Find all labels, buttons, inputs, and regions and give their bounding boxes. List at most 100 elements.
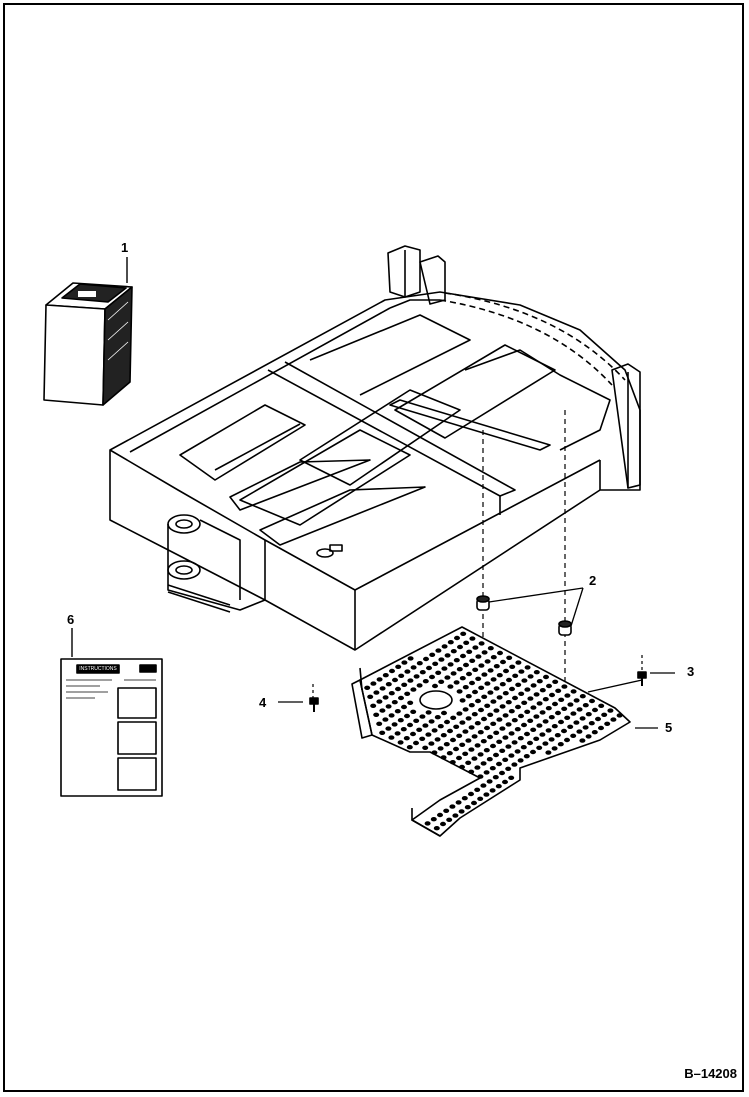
perforation-hole xyxy=(444,653,451,658)
perforation-hole xyxy=(410,709,417,714)
perforation-hole xyxy=(499,770,505,776)
perforation-hole xyxy=(447,684,454,689)
perforation-hole xyxy=(548,737,555,742)
perforation-hole xyxy=(484,681,491,686)
perforation-hole xyxy=(394,709,401,714)
perforation-hole xyxy=(471,756,478,761)
perforation-hole xyxy=(433,826,440,831)
perforation-hole xyxy=(419,736,426,741)
instruction-decal-icon xyxy=(60,658,163,797)
perforation-hole xyxy=(481,672,488,677)
perforation-hole xyxy=(527,740,533,746)
perforation-hole xyxy=(423,656,429,662)
perforation-hole xyxy=(493,686,500,691)
perforation-hole xyxy=(424,821,431,826)
perforation-hole xyxy=(397,718,404,723)
perforation-hole xyxy=(536,723,543,728)
perforation-hole xyxy=(499,748,506,753)
perforation-hole xyxy=(435,670,442,675)
perforation-hole xyxy=(468,703,475,708)
perforation-hole xyxy=(539,688,546,693)
perforation-hole xyxy=(391,700,398,705)
perforation-hole xyxy=(398,673,405,678)
perforation-hole xyxy=(567,724,574,729)
perforation-hole xyxy=(483,770,490,775)
perforation-hole xyxy=(610,717,617,722)
frame-icon xyxy=(109,245,641,651)
perforation-hole xyxy=(518,669,525,674)
perforation-hole xyxy=(500,659,506,665)
perforation-hole xyxy=(616,713,623,718)
perforation-hole xyxy=(490,699,497,704)
perforation-hole xyxy=(490,677,497,682)
perforation-hole xyxy=(422,679,429,684)
perforation-hole xyxy=(530,683,537,688)
perforation-hole xyxy=(514,749,521,754)
perforation-hole xyxy=(429,674,435,680)
perforation-hole xyxy=(561,706,568,711)
perforation-hole xyxy=(429,652,436,657)
perforation-hole xyxy=(385,704,392,709)
perforation-hole xyxy=(376,721,383,726)
perforation-hole xyxy=(558,719,564,725)
perforation-hole xyxy=(509,686,515,692)
perforation-hole xyxy=(567,702,574,707)
perforation-hole xyxy=(382,695,389,700)
perforation-hole xyxy=(460,653,466,659)
perforation-hole xyxy=(536,679,543,684)
perforation-hole xyxy=(551,746,558,751)
perforation-hole xyxy=(459,720,466,725)
perforation-hole xyxy=(461,796,468,801)
perforation-hole xyxy=(480,783,487,788)
perforation-hole xyxy=(432,683,438,689)
perforation-hole xyxy=(486,779,493,784)
perforation-hole xyxy=(502,713,509,718)
perforation-hole xyxy=(435,648,442,653)
perforation-hole xyxy=(441,666,448,671)
perforation-hole xyxy=(533,692,540,697)
perforation-hole xyxy=(497,650,503,656)
perforation-hole xyxy=(468,791,474,797)
perforation-hole xyxy=(478,685,485,690)
perforation-hole xyxy=(444,719,450,725)
perforation-hole xyxy=(607,708,614,713)
perforation-hole xyxy=(444,675,451,680)
perforation-hole xyxy=(515,682,522,687)
perforation-hole xyxy=(443,742,450,747)
perforation-hole xyxy=(521,722,527,728)
perforation-hole xyxy=(518,691,525,696)
perforation-hole xyxy=(489,788,496,793)
perforation-hole xyxy=(589,698,595,704)
perforation-hole xyxy=(425,710,432,715)
perforation-hole xyxy=(438,679,445,684)
perforation-hole xyxy=(477,774,484,779)
perforation-hole xyxy=(591,730,598,735)
perforation-hole xyxy=(373,690,380,695)
perforation-hole xyxy=(430,817,437,822)
perforation-hole xyxy=(505,744,512,749)
perforation-hole xyxy=(579,716,586,721)
perforation-hole xyxy=(483,748,490,753)
perforation-hole xyxy=(388,691,395,696)
perforation-hole xyxy=(511,762,518,767)
manual-icon xyxy=(43,282,133,406)
perforation-hole xyxy=(446,751,453,756)
perforation-hole xyxy=(536,745,543,750)
perforation-hole xyxy=(486,757,493,762)
perforation-hole xyxy=(506,655,513,660)
perforation-hole xyxy=(459,764,465,770)
perforation-hole xyxy=(419,670,426,675)
perforation-hole xyxy=(561,684,568,689)
perforation-hole xyxy=(545,706,552,711)
perforation-hole xyxy=(401,704,407,710)
perforation-hole xyxy=(598,725,604,731)
perforation-hole xyxy=(527,674,534,679)
perforation-hole xyxy=(475,676,482,681)
perforation-hole xyxy=(570,689,577,694)
perforation-hole xyxy=(545,728,552,733)
perforation-hole xyxy=(521,700,528,705)
perforation-hole xyxy=(472,667,479,672)
perforation-hole xyxy=(465,738,472,743)
perforation-hole xyxy=(524,687,531,692)
